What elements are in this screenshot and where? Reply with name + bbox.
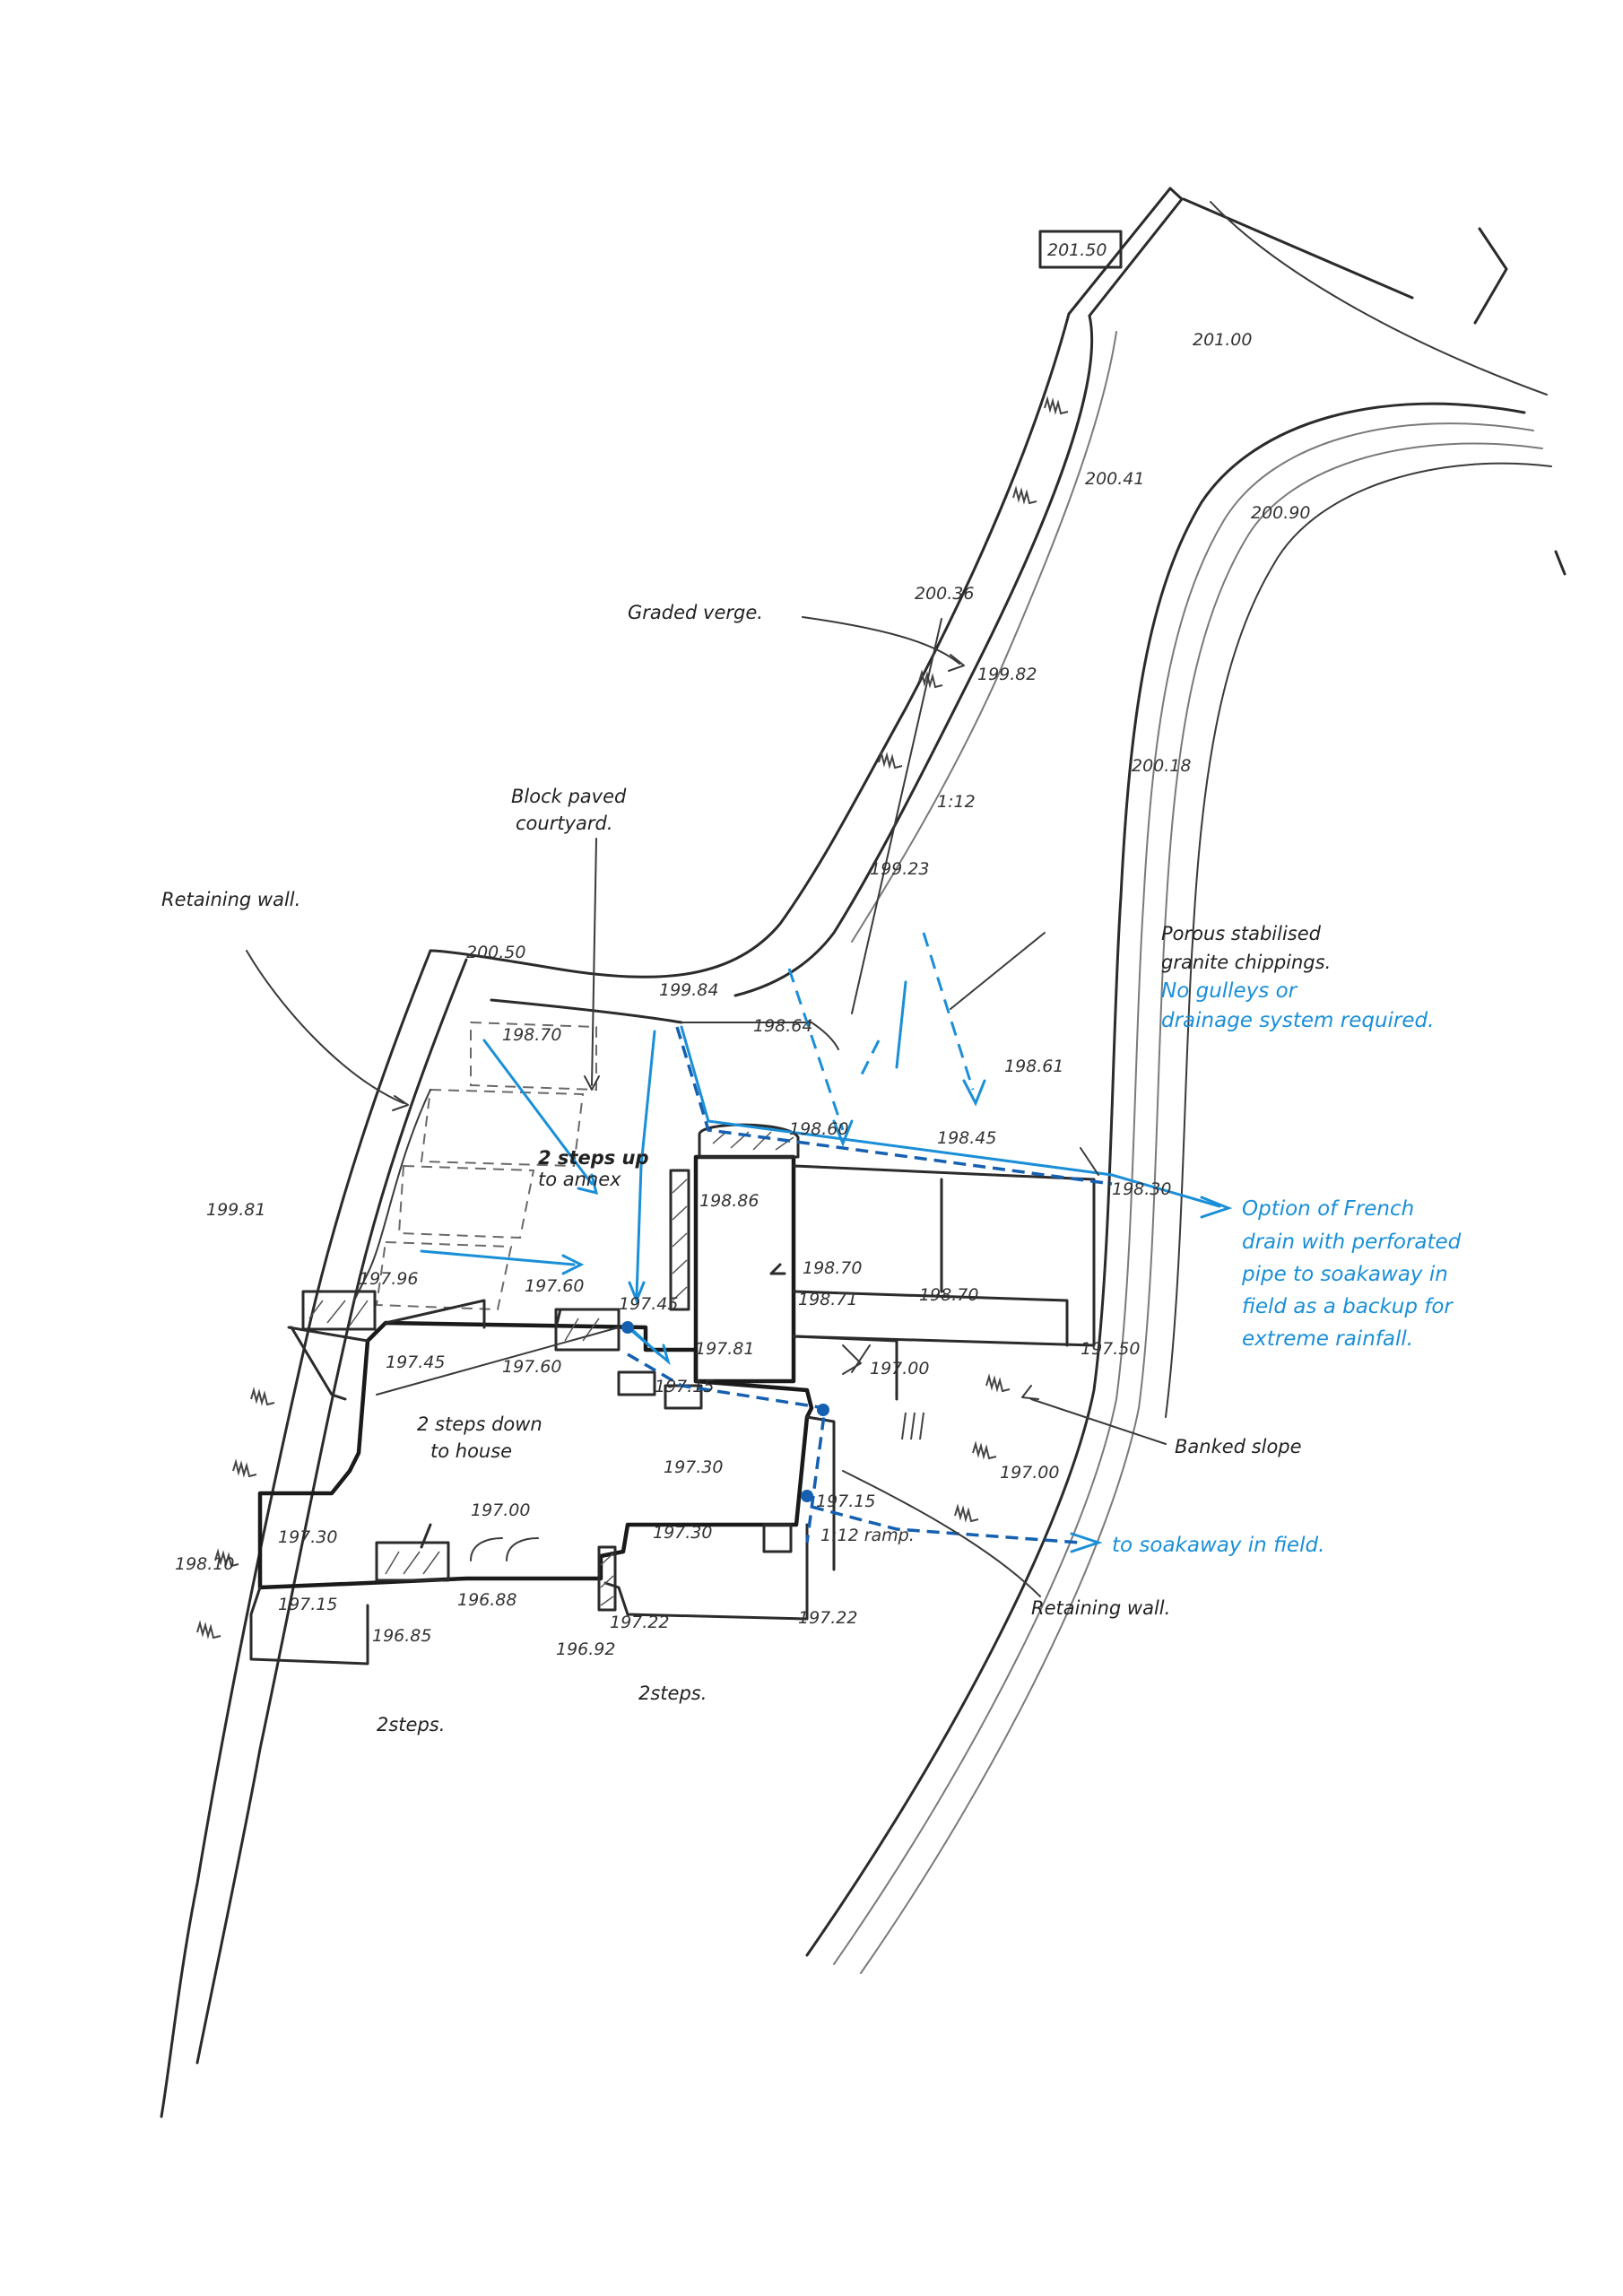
level-label: 198.60 <box>789 1119 848 1139</box>
level-label: 198.61 <box>1004 1057 1063 1076</box>
courtyard <box>353 998 839 1311</box>
level-labels: 201.50 201.00 200.41 200.90 200.36 199.8… <box>175 230 1310 1659</box>
level-label: 197.45 <box>619 1294 678 1314</box>
level-label: 198.64 <box>753 1016 812 1036</box>
soakaway-note: to soakaway in field. <box>1112 1534 1324 1557</box>
retaining-wall-note: Retaining wall. <box>1031 1597 1170 1619</box>
level-label: 197.96 <box>359 1269 418 1289</box>
level-label: 197.50 <box>1081 1339 1140 1359</box>
two-steps-note: 2steps. <box>377 1714 445 1735</box>
french-drain-note: drain with perforated <box>1242 1231 1462 1254</box>
level-label: 199.84 <box>659 980 718 1000</box>
level-label: 200.18 <box>1132 756 1191 776</box>
level-label: 197.30 <box>278 1527 337 1547</box>
level-label: 197.15 <box>816 1492 875 1511</box>
level-label: 197.00 <box>870 1359 929 1378</box>
porous-chippings-note: granite chippings. <box>1161 952 1331 973</box>
level-label: 197.22 <box>798 1608 857 1628</box>
level-label: 197.30 <box>664 1457 723 1477</box>
level-label: 198.70 <box>502 1025 561 1045</box>
graded-verge-note: Graded verge. <box>628 602 763 623</box>
banked-slope-note: Banked slope <box>1175 1436 1302 1457</box>
steps-down-note: 2 steps down <box>417 1413 542 1435</box>
blue-annotations: No gulleys or drainage system required. … <box>1112 979 1462 1557</box>
level-label: 197.00 <box>471 1500 530 1520</box>
level-label: 198.71 <box>798 1290 857 1309</box>
level-label: 198.70 <box>803 1258 862 1278</box>
french-drain-note: pipe to soakaway in <box>1241 1263 1448 1286</box>
main-house <box>249 1169 836 1665</box>
level-label: 198.70 <box>919 1285 978 1305</box>
french-drain <box>621 1025 1233 1553</box>
porous-chippings-note: Porous stabilised <box>1161 923 1322 944</box>
level-label: 197.60 <box>525 1276 584 1296</box>
no-gulleys-note: drainage system required. <box>1161 1009 1434 1032</box>
level-label: 197.30 <box>653 1523 712 1543</box>
leader-lines <box>246 616 1167 1597</box>
level-label: 196.88 <box>457 1590 516 1610</box>
level-label: 197.22 <box>610 1613 669 1632</box>
annotations: Graded verge. Block paved courtyard. Ret… <box>161 602 1331 1735</box>
level-label: 197.81 <box>695 1339 754 1359</box>
level-label: 197.45 <box>386 1352 445 1372</box>
level-label: 198.10 <box>175 1554 234 1574</box>
level-label: 197.15 <box>278 1595 337 1614</box>
steps-up-note: to annex <box>538 1169 621 1190</box>
level-label: 198.86 <box>699 1191 759 1211</box>
french-drain-note: field as a backup for <box>1242 1295 1454 1318</box>
level-label: 201.00 <box>1193 330 1252 350</box>
retaining-wall-note: Retaining wall. <box>161 889 300 910</box>
level-label: 197.00 <box>1000 1463 1059 1483</box>
steps-down-note: to house <box>430 1440 512 1462</box>
level-label: 196.85 <box>372 1626 431 1646</box>
french-drain-note: Option of French <box>1242 1197 1414 1221</box>
level-label: 200.90 <box>1251 503 1310 523</box>
french-drain-note: extreme rainfall. <box>1242 1327 1413 1351</box>
block-paved-note: Block paved <box>511 786 627 807</box>
level-label: 200.50 <box>466 943 525 962</box>
level-label: 199.23 <box>870 859 929 879</box>
level-label: 199.81 <box>206 1200 265 1220</box>
level-label: 200.36 <box>915 584 974 604</box>
block-paved-note: courtyard. <box>516 813 613 834</box>
level-label: 1:12 ramp. <box>820 1526 915 1545</box>
level-label: 197.60 <box>502 1357 561 1377</box>
level-label: 198.45 <box>937 1128 996 1148</box>
level-label: 1:12 <box>937 792 976 812</box>
level-label: 196.92 <box>556 1639 615 1659</box>
level-label: 200.41 <box>1085 469 1144 489</box>
no-gulleys-note: No gulleys or <box>1161 979 1298 1003</box>
steps-up-note: 2 steps up <box>538 1147 649 1169</box>
level-label: 197.15 <box>655 1377 714 1396</box>
two-steps-note: 2steps. <box>638 1683 707 1704</box>
level-label: 201.50 <box>1047 240 1107 260</box>
level-label: 198.30 <box>1112 1179 1171 1199</box>
road-edges <box>160 187 1567 2118</box>
level-label: 199.82 <box>977 665 1037 684</box>
